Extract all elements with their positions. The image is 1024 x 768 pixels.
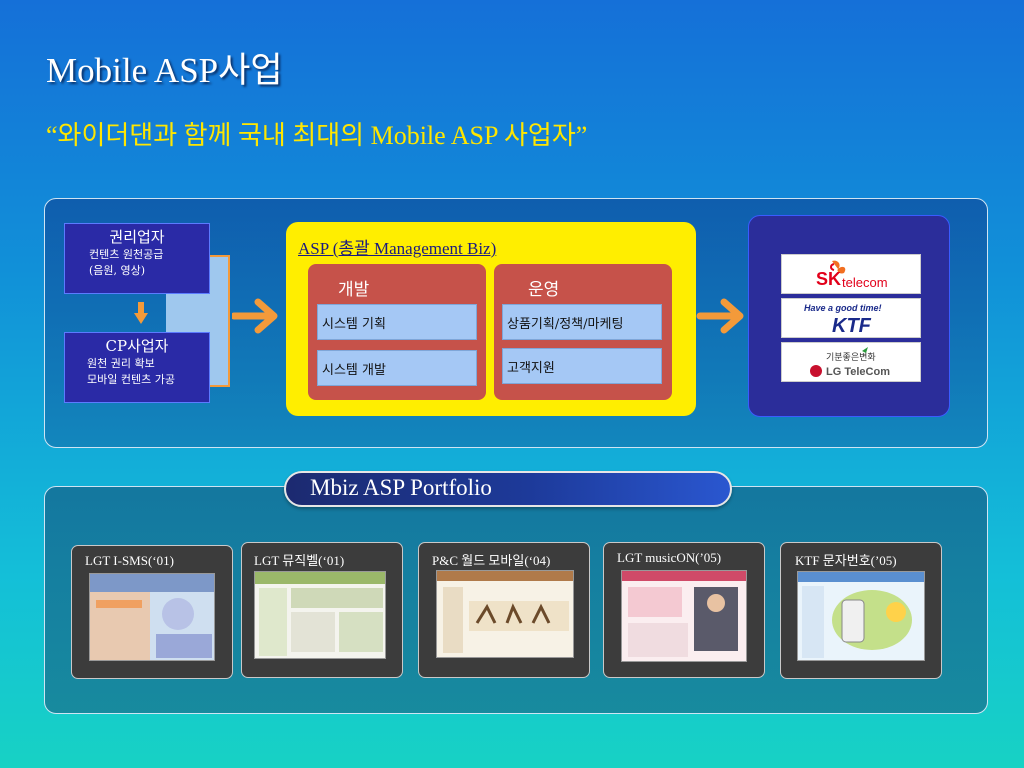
portfolio-screenshot <box>254 571 386 659</box>
ktf-logo: Have a good time! KTF <box>781 298 921 338</box>
development-title: 개발 <box>338 280 370 300</box>
portfolio-screenshot <box>436 570 574 658</box>
portfolio-card-label: LGT 뮤직벨(‘01) <box>254 553 345 568</box>
portfolio-title: Mbiz ASP Portfolio <box>310 475 492 500</box>
ktf-logo-main: KTF <box>832 315 872 337</box>
right-arrow-icon <box>696 298 744 334</box>
rights-holder-line: (음원, 영상) <box>89 264 146 277</box>
lg-face-icon <box>810 365 822 377</box>
operations-item: 고객지원 <box>502 348 662 384</box>
sk-logo-sub: telecom <box>842 275 888 290</box>
cp-box: CP사업자 원천 권리 확보 모바일 컨텐츠 가공 <box>64 332 210 403</box>
lgt-logo-main: LG TeleCom <box>826 366 890 378</box>
sk-butterfly-icon: SK telecom <box>816 260 888 290</box>
operations-item: 상품기획/정책/마케팅 <box>502 304 662 340</box>
lg-telecom-logo: 기분좋은변화 LG TeleCom <box>781 342 921 382</box>
development-item: 시스템 개발 <box>317 350 477 386</box>
sk-telecom-logo: SK telecom <box>781 254 921 294</box>
portfolio-banner <box>284 471 732 507</box>
rights-holder-line: 컨텐츠 원천공급 <box>89 248 164 261</box>
portfolio-card-label: LGT I-SMS(‘01) <box>85 553 174 568</box>
rights-holder-box: 권리업자 컨텐츠 원천공급 (음원, 영상) <box>64 223 210 294</box>
down-arrow-icon <box>134 302 148 324</box>
asp-title: ASP (총괄 Management Biz) <box>298 239 497 258</box>
rights-holder-title: 권리업자 <box>109 228 165 246</box>
portfolio-screenshot <box>621 570 747 662</box>
portfolio-card-label: P&C 월드 모바일(‘04) <box>432 553 551 568</box>
leaf-icon <box>862 347 868 353</box>
cp-line: 모바일 컨텐츠 가공 <box>87 373 175 386</box>
ktf-tagline: Have a good time! <box>804 303 882 313</box>
page-title: Mobile ASP사업 <box>46 51 283 90</box>
lgt-tagline: 기분좋은변화 <box>826 352 876 363</box>
portfolio-card-label: LGT musicON(’05) <box>617 550 722 565</box>
operations-title: 운영 <box>528 280 560 300</box>
development-item: 시스템 기획 <box>317 304 477 340</box>
cp-title: CP사업자 <box>105 337 169 355</box>
portfolio-card-label: KTF 문자번호(’05) <box>795 553 897 568</box>
cp-line: 원천 권리 확보 <box>87 357 155 370</box>
right-arrow-icon <box>232 298 278 334</box>
portfolio-screenshot <box>89 573 215 661</box>
sk-logo-main: SK <box>816 269 841 289</box>
page-subtitle: “와이더댄과 함께 국내 최대의 Mobile ASP 사업자” <box>46 121 588 150</box>
portfolio-screenshot <box>797 571 925 661</box>
